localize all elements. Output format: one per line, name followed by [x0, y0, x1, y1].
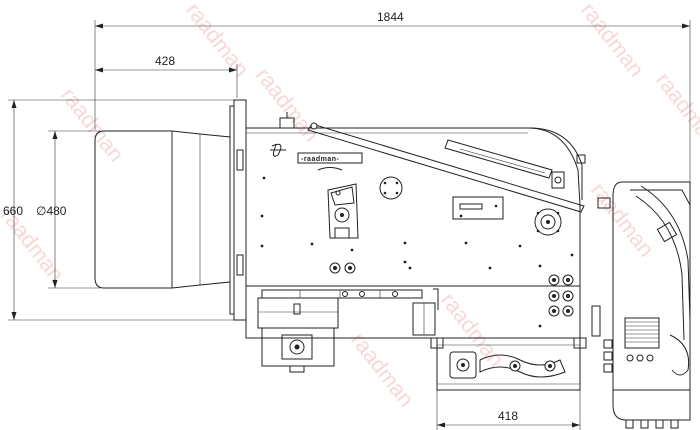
brand-nameplate: -raadman- [270, 143, 363, 164]
pump-base [430, 337, 587, 391]
dimension-label-blast-tube-length: 428 [155, 54, 175, 68]
dimension-label-height: 660 [3, 204, 23, 218]
watermark-text: raadman [436, 288, 509, 372]
dimension-height: 660 [3, 99, 235, 321]
mounting-flange [229, 99, 247, 321]
gas-valve [257, 297, 339, 373]
dimension-label-base-width: 418 [498, 409, 518, 423]
connector-cluster [538, 264, 574, 328]
watermark-layer: raadman raadman raadman raadman raadman … [0, 0, 700, 412]
watermark-text: raadman [56, 83, 129, 167]
dimension-blast-tube-length: 428 [95, 54, 238, 98]
watermark-text: raadman [576, 0, 649, 82]
burner-housing [245, 112, 586, 339]
cable-glands [329, 262, 356, 274]
watermark-text: raadman [346, 328, 419, 412]
dimension-label-overall-length: 1844 [377, 10, 404, 24]
brand-plate-text: -raadman- [301, 156, 340, 163]
control-panel-box [612, 181, 691, 429]
dimension-overall-length: 1844 [94, 10, 691, 190]
pressure-switch [534, 208, 562, 236]
housing-screws [260, 176, 574, 270]
dimension-tube-diameter: ∅480 [36, 130, 100, 289]
watermark-text: raadman [251, 63, 324, 147]
air-damper-assembly [317, 167, 359, 239]
terminal-strip [261, 289, 423, 299]
data-plate [452, 196, 504, 220]
sight-glass [379, 176, 403, 200]
watermark-text: raadman [651, 68, 700, 152]
dimension-label-tube-diameter: ∅480 [36, 204, 67, 218]
solenoid-box [412, 288, 439, 336]
dimension-base-width: 418 [436, 388, 581, 430]
watermark-text: raadman [181, 0, 254, 82]
connector-column [591, 197, 613, 373]
